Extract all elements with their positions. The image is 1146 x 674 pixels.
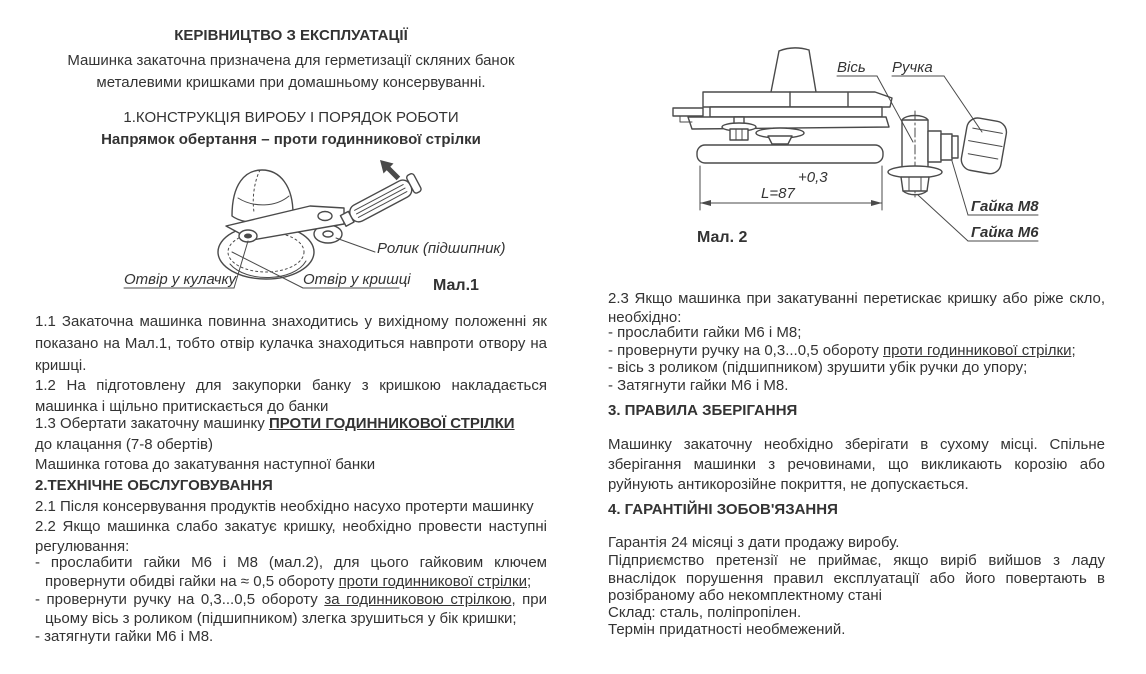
cam-hole-label: Отвір у кулачку bbox=[124, 271, 238, 288]
intro-line-1: Машинка закаточна призначена для гермети… bbox=[67, 52, 515, 69]
shelf-life-line: Термін придатності необмежений. bbox=[608, 621, 846, 638]
section-1-subheading: Напрямок обертання – проти годинникової … bbox=[101, 131, 481, 148]
page-title: КЕРІВНИЦТВО З ЕКСПЛУАТАЦІЇ bbox=[174, 27, 408, 44]
lever-plate bbox=[687, 116, 890, 130]
handle-label: Ручка bbox=[892, 59, 933, 76]
list-item-shift-axis: - вісь з роликом (підшипником) зрушити у… bbox=[608, 359, 1028, 376]
paragraph-2-3: 2.3 Якщо машинка при закатуванні перетис… bbox=[608, 290, 1105, 326]
clockwise-underlined: за годинниковою стрілкою bbox=[324, 591, 512, 608]
lid-profile bbox=[696, 144, 884, 164]
knob-handle bbox=[960, 117, 1008, 175]
top-plate bbox=[702, 91, 893, 108]
nut-m6-shape bbox=[900, 176, 930, 192]
nut-m8-label: Гайка М8 bbox=[971, 198, 1039, 215]
paragraph-2-2: 2.2 Якщо машинка слабо закатує кришку, н… bbox=[35, 518, 547, 555]
list-item-tighten: - Затягнути гайки М6 і М8. bbox=[608, 376, 789, 394]
fix-steps-list: - прослабити гайки М6 і М8; - провернути… bbox=[608, 324, 1105, 394]
nut-m6-label: Гайка М6 bbox=[971, 224, 1039, 241]
arm-slot bbox=[317, 210, 333, 222]
section-2-heading: 2.ТЕХНІЧНЕ ОБСЛУГОВУВАННЯ bbox=[35, 477, 273, 494]
section-1-heading: 1.КОНСТРУКЦІЯ ВИРОБУ І ПОРЯДОК РОБОТИ bbox=[123, 109, 459, 126]
figure-1-caption: Мал.1 bbox=[433, 277, 479, 294]
cam-hole-leader-line bbox=[233, 240, 249, 289]
tolerance-dim-label: +0,3 bbox=[798, 169, 828, 186]
paragraph-1-2: 1.2 На підготовлену для закупорки банку … bbox=[35, 377, 547, 415]
figure-2-caption: Мал. 2 bbox=[697, 229, 747, 246]
jar-mouth-arc bbox=[229, 260, 307, 278]
handle-shaft bbox=[770, 47, 817, 93]
roller-label: Ролик (підшипник) bbox=[377, 240, 506, 257]
axis-block bbox=[901, 119, 929, 168]
warranty-line: Гарантія 24 місяці з дати продажу виробу… bbox=[608, 534, 900, 551]
paragraph-2-1: 2.1 Після консервування продуктів необхі… bbox=[35, 498, 534, 515]
list-item-turn: - провернути ручку на 0,3...0,5 обороту … bbox=[608, 341, 1076, 359]
lid-hole-leader-line bbox=[231, 251, 304, 289]
section-3-heading: 3. ПРАВИЛА ЗБЕРІГАННЯ bbox=[608, 402, 798, 419]
rotation-direction-arrow-icon bbox=[380, 160, 401, 181]
figure-1-sealing-machine-drawing: Ролик (підшипник) Отвір у кулачку Отвір … bbox=[123, 160, 506, 294]
figure-2-side-view-drawing: +0,3 L=87 Вісь Ручка Гайка М8 Гайка М6 М… bbox=[672, 47, 1039, 246]
list-item-tighten-nuts: - затягнути гайки М6 і М8. bbox=[35, 628, 214, 645]
counterclockwise-emphasis: ПРОТИ ГОДИННИКОВОЇ СТРІЛКИ bbox=[268, 415, 515, 432]
paragraph-1-1: 1.1 Закаточна машинка повинна знаходитис… bbox=[35, 313, 547, 374]
paragraph-1-3: 1.3 Обертати закаточну машинку ПРОТИ ГОД… bbox=[35, 415, 547, 432]
axis-label: Вісь bbox=[837, 59, 866, 76]
length-dim-label: L=87 bbox=[761, 185, 795, 202]
adjustment-steps-list: - прослабити гайки М6 і М8 (мал.2), для … bbox=[35, 554, 547, 647]
roller-leader-line bbox=[335, 237, 376, 253]
paragraph-1-3-line2: до клацання (7-8 обертів) bbox=[35, 436, 214, 453]
materials-line: Склад: сталь, поліпропілен. bbox=[608, 604, 802, 621]
handle-grip bbox=[339, 173, 422, 227]
counterclockwise-underlined-2: проти годинникової стрілки bbox=[883, 341, 1072, 359]
list-item-loosen-nuts: - прослабити гайки М6 і М8 (мал.2), для … bbox=[35, 554, 547, 590]
storage-paragraph: Машинку закаточну необхідно зберігати в … bbox=[608, 436, 1105, 493]
lid-hole-label: Отвір у кришці bbox=[303, 271, 411, 288]
warranty-terms-paragraph: Підприємство претензії не приймає, якщо … bbox=[608, 552, 1105, 604]
left-tab bbox=[672, 107, 704, 117]
paragraph-1-3-line3: Машинка готова до закатування наступної … bbox=[35, 456, 376, 473]
intro-line-2: металевими кришками при домашньому консе… bbox=[96, 74, 486, 91]
nut-m8-shape bbox=[927, 130, 942, 163]
paragraph-1-3-prefix: 1.3 Обертати закаточну машинку bbox=[35, 415, 269, 432]
list-item-turn-handle: - провернути ручку на 0,3...0,5 обороту … bbox=[35, 591, 548, 627]
washer-bottom bbox=[887, 165, 943, 179]
nut-left bbox=[729, 128, 749, 141]
intro-paragraph: Машинка закаточна призначена для гермети… bbox=[35, 50, 547, 94]
section-4-heading: 4. ГАРАНТІЙНІ ЗОБОВ'ЯЗАННЯ bbox=[608, 501, 838, 518]
counterclockwise-underlined: проти годинникової стрілки bbox=[338, 572, 527, 590]
list-item-loosen: - прослабити гайки М6 і М8; bbox=[608, 324, 802, 341]
